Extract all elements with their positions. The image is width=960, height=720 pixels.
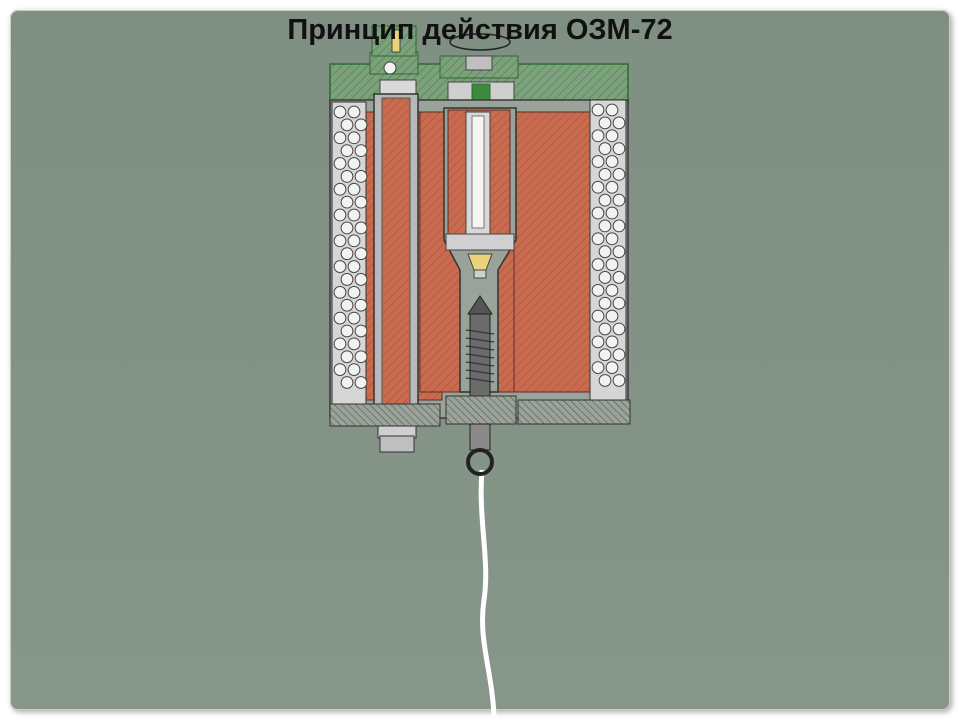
shrapnel-ball bbox=[333, 260, 347, 273]
shrapnel-ball bbox=[354, 350, 368, 364]
shrapnel-ball bbox=[591, 232, 605, 246]
shrapnel-ball bbox=[347, 260, 361, 273]
shrapnel-ball bbox=[347, 208, 361, 222]
shrapnel-ball bbox=[354, 273, 368, 286]
shrapnel-ball bbox=[340, 221, 354, 235]
shrapnel-ball bbox=[612, 116, 626, 130]
shrapnel-ball bbox=[591, 155, 605, 168]
shrapnel-ball bbox=[598, 168, 612, 181]
shrapnel-ball bbox=[354, 144, 368, 158]
shrapnel-ball bbox=[591, 103, 605, 117]
shrapnel-ball bbox=[598, 374, 612, 387]
shrapnel-ball bbox=[598, 271, 612, 284]
shrapnel-ball bbox=[598, 348, 612, 362]
shrapnel-ball bbox=[340, 376, 354, 389]
shrapnel-ball bbox=[605, 335, 619, 349]
shrapnel-ball bbox=[354, 298, 368, 312]
shrapnel-ball bbox=[333, 157, 347, 170]
shrapnel-ball bbox=[340, 273, 354, 286]
shrapnel-ball bbox=[591, 129, 605, 143]
shrapnel-ball bbox=[591, 180, 605, 194]
shrapnel-ball bbox=[347, 131, 361, 145]
shrapnel-ball bbox=[612, 219, 626, 233]
shrapnel-ball bbox=[340, 195, 354, 209]
shrapnel-ball bbox=[591, 361, 605, 374]
shrapnel-ball bbox=[605, 283, 619, 297]
shrapnel-ball bbox=[598, 322, 612, 336]
central-fuze-channel bbox=[443, 107, 517, 476]
shrapnel-ball bbox=[333, 311, 347, 325]
left-shrapnel-balls bbox=[331, 101, 368, 405]
shrapnel-ball bbox=[612, 322, 626, 336]
shrapnel-ball bbox=[354, 376, 368, 389]
shrapnel-ball bbox=[340, 324, 354, 338]
shrapnel-ball bbox=[354, 221, 368, 235]
shrapnel-ball bbox=[333, 285, 347, 299]
tripwire bbox=[478, 469, 497, 717]
right-shrapnel-balls bbox=[589, 99, 627, 401]
shrapnel-ball bbox=[347, 157, 361, 170]
shrapnel-ball bbox=[591, 309, 605, 323]
shrapnel-ball bbox=[598, 116, 612, 130]
shrapnel-ball bbox=[605, 180, 619, 194]
shrapnel-ball bbox=[340, 298, 354, 312]
shrapnel-ball bbox=[605, 206, 619, 220]
shrapnel-ball bbox=[612, 245, 626, 259]
shrapnel-ball bbox=[605, 361, 619, 374]
shrapnel-ball bbox=[333, 363, 347, 376]
shrapnel-ball bbox=[598, 142, 612, 156]
shrapnel-ball bbox=[598, 245, 612, 259]
shrapnel-ball bbox=[333, 131, 347, 145]
shrapnel-ball bbox=[605, 232, 619, 246]
shrapnel-ball bbox=[347, 234, 361, 248]
shrapnel-ball bbox=[354, 195, 368, 209]
shrapnel-ball bbox=[347, 105, 361, 119]
shrapnel-ball bbox=[333, 337, 347, 351]
shrapnel-ball bbox=[347, 337, 361, 351]
shrapnel-ball bbox=[605, 103, 619, 117]
shrapnel-ball bbox=[598, 296, 612, 310]
shrapnel-ball bbox=[333, 234, 347, 248]
shrapnel-ball bbox=[605, 258, 619, 271]
shrapnel-ball bbox=[591, 335, 605, 349]
slide-title: Принцип действия ОЗМ-72 bbox=[287, 14, 673, 46]
shrapnel-ball bbox=[612, 271, 626, 284]
shrapnel-ball bbox=[605, 155, 619, 168]
shrapnel-ball bbox=[347, 182, 361, 196]
shrapnel-ball bbox=[347, 285, 361, 299]
mine-base bbox=[329, 399, 631, 427]
shrapnel-ball bbox=[605, 129, 619, 143]
shrapnel-ball bbox=[612, 168, 626, 181]
shrapnel-ball bbox=[598, 193, 612, 207]
shrapnel-ball bbox=[612, 142, 626, 156]
mine-top-cap bbox=[329, 25, 629, 111]
shrapnel-ball bbox=[340, 170, 354, 183]
pull-ring-icon bbox=[466, 448, 494, 476]
left-detonator-tube bbox=[373, 93, 419, 453]
shrapnel-ball bbox=[354, 118, 368, 132]
shrapnel-ball bbox=[340, 118, 354, 132]
shrapnel-ball bbox=[340, 247, 354, 261]
shrapnel-ball bbox=[340, 144, 354, 158]
shrapnel-ball bbox=[333, 208, 347, 222]
shrapnel-ball bbox=[333, 182, 347, 196]
shrapnel-ball bbox=[598, 219, 612, 233]
shrapnel-ball bbox=[612, 348, 626, 362]
shrapnel-ball bbox=[333, 105, 347, 119]
shrapnel-ball bbox=[612, 296, 626, 310]
shrapnel-ball bbox=[354, 247, 368, 261]
shrapnel-ball bbox=[612, 193, 626, 207]
shrapnel-ball bbox=[605, 309, 619, 323]
shrapnel-ball bbox=[591, 206, 605, 220]
shrapnel-ball bbox=[354, 170, 368, 183]
shrapnel-ball bbox=[612, 374, 626, 387]
shrapnel-ball bbox=[591, 283, 605, 297]
shrapnel-ball bbox=[347, 363, 361, 376]
shrapnel-ball bbox=[591, 258, 605, 271]
shrapnel-ball bbox=[354, 324, 368, 338]
shrapnel-ball bbox=[347, 311, 361, 325]
shrapnel-ball bbox=[340, 350, 354, 364]
